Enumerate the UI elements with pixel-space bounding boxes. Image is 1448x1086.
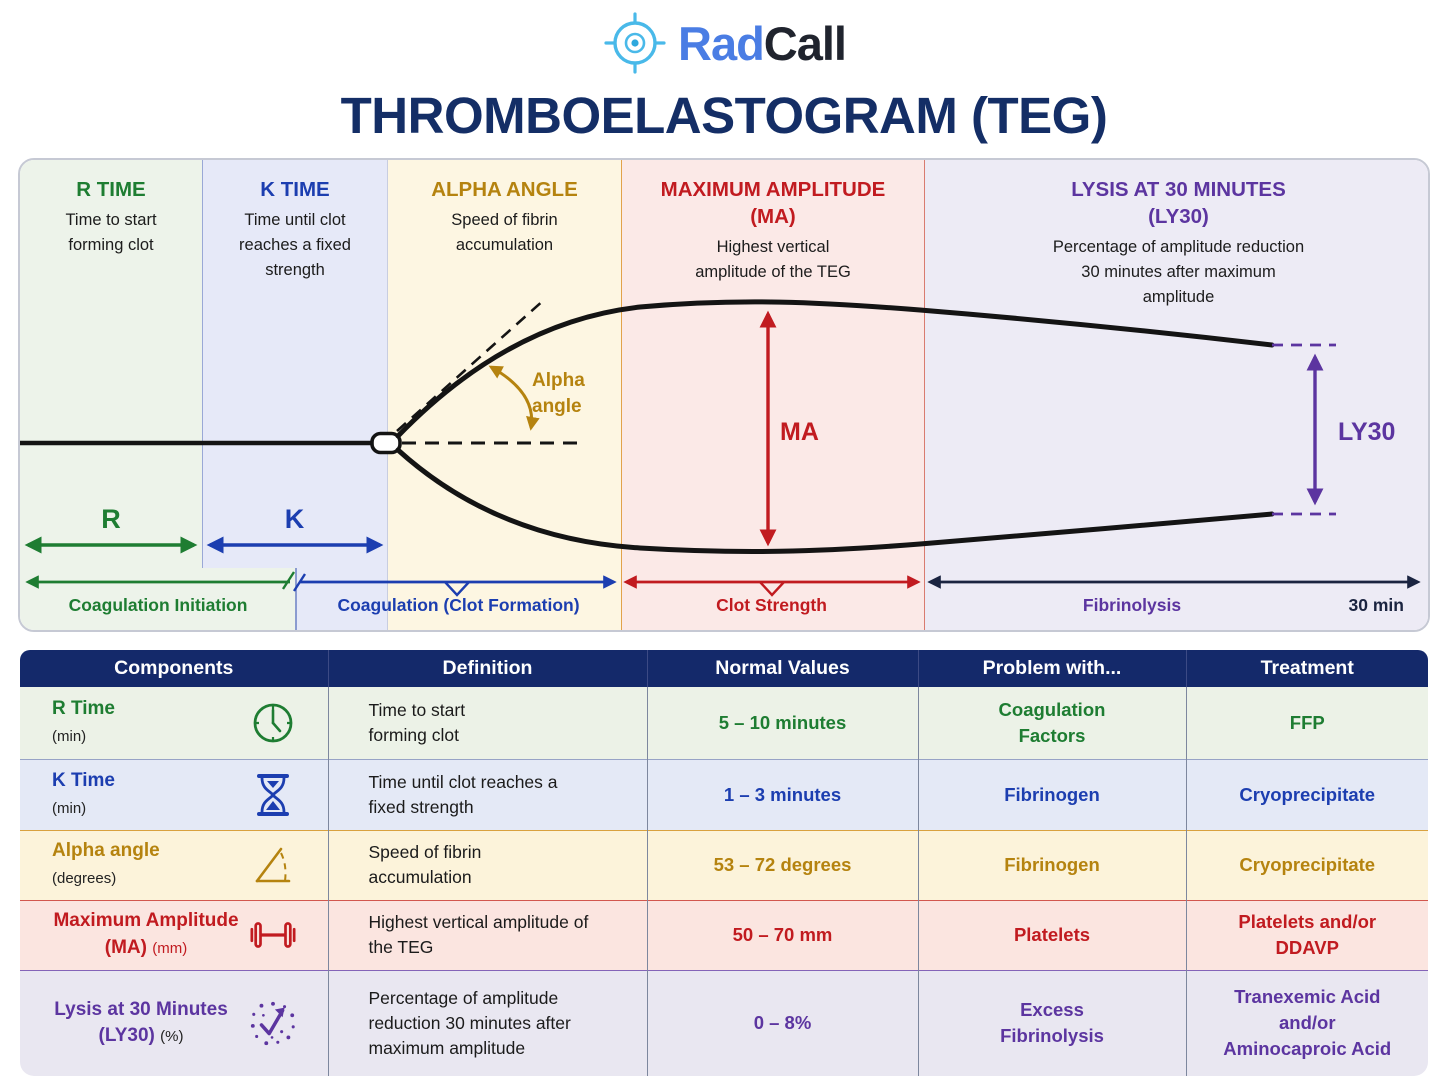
table-row-lysis-30: Lysis at 30 Minutes (LY30) (%): [20, 969, 1428, 1076]
table-row-maximum-amplitude: Maximum Amplitude (MA) (mm) Highest vert…: [20, 899, 1428, 970]
component-unit: (%): [160, 1028, 184, 1046]
phase-label-coagulation-initiation: Coagulation Initiation: [68, 595, 248, 615]
component-unit: (min): [52, 727, 87, 745]
column-subtitle: (MA): [750, 205, 796, 229]
column-title: LYSIS AT 30 MINUTES: [1071, 178, 1286, 201]
column-description: Speed of fibrin accumulation: [451, 211, 558, 254]
normal-value: 53 – 72 degrees: [646, 829, 918, 900]
k-time-column: K TIME Time until clot reaches a fixed s…: [202, 160, 387, 630]
page-title: THROMBOELASTOGRAM (TEG): [340, 87, 1108, 144]
alpha-angle-label: Alpha angle: [532, 370, 585, 417]
r-interval-label: R: [101, 504, 121, 534]
column-title: ALPHA ANGLE: [431, 178, 578, 201]
column-description: Time to start forming clot: [65, 211, 157, 254]
treatment-value: Cryoprecipitate: [1239, 783, 1376, 805]
component-name: Alpha angle: [52, 840, 160, 862]
table-header-row: Components Definition Normal Values Prob…: [20, 650, 1428, 687]
brand-header: RadCall: [0, 8, 1448, 78]
treatment-value: Cryoprecipitate: [1239, 854, 1376, 876]
table-row-alpha-angle: Alpha angle (degrees) Speed of fibrin ac…: [20, 829, 1428, 900]
definition-text: Time to start forming clot: [368, 699, 466, 745]
brand-name-part2: Call: [763, 16, 847, 70]
teg-curve-diagram: R TIME Time to start forming clot K TIME…: [18, 158, 1430, 632]
table-row-r-time: R Time (min) Time to start forming clot …: [20, 687, 1428, 759]
component-name: K Time: [52, 769, 116, 791]
problem-value: Excess Fibrinolysis: [1000, 999, 1104, 1047]
ma-label: MA: [780, 418, 819, 446]
clock-icon: [253, 703, 292, 743]
treatment-value: Tranexemic Acid and/or Aminocaproic Acid: [1223, 986, 1392, 1060]
brand-name-part1: Rad: [678, 16, 765, 70]
normal-value: 0 – 8%: [646, 969, 918, 1076]
phase-label-clot-strength: Clot Strength: [716, 595, 827, 615]
problem-value: Platelets: [1013, 924, 1091, 946]
definition-text: Highest vertical amplitude of the TEG: [368, 912, 589, 957]
problem-value: Fibrinogen: [1004, 854, 1100, 876]
maximum-amplitude-column: MAXIMUM AMPLITUDE (MA) Highest vertical …: [621, 160, 924, 630]
component-unit: (mm): [152, 940, 188, 957]
hourglass-icon: [256, 773, 289, 816]
time-axis-end-label: 30 min: [1348, 595, 1404, 615]
component-unit: (min): [52, 799, 87, 817]
component-name: Lysis at 30 Minutes (LY30): [54, 998, 228, 1047]
definition-text: Time until clot reaches a fixed strength: [368, 771, 558, 817]
ly30-label: LY30: [1338, 418, 1396, 446]
phase-label-fibrinolysis: Fibrinolysis: [1082, 595, 1182, 615]
phase-label-clot-formation: Coagulation (Clot Formation): [337, 595, 580, 615]
column-title: MAXIMUM AMPLITUDE: [660, 178, 886, 201]
column-title: R TIME: [76, 178, 146, 201]
header-treatment: Treatment: [1185, 650, 1428, 687]
normal-value: 5 – 10 minutes: [646, 687, 918, 759]
component-name: Maximum Amplitude (MA): [53, 910, 239, 958]
lysis-scatter-icon: [250, 1002, 295, 1046]
column-description: Highest vertical amplitude of the TEG: [695, 238, 851, 281]
header-definition: Definition: [327, 650, 647, 687]
normal-value: 1 – 3 minutes: [646, 758, 918, 830]
definition-text: Percentage of amplitude reduction 30 min…: [368, 987, 571, 1058]
treatment-value: FFP: [1289, 711, 1325, 733]
component-unit: (degrees): [52, 870, 117, 887]
dumbbell-icon: [250, 922, 295, 948]
k-interval-label: K: [284, 504, 305, 534]
definition-text: Speed of fibrin accumulation: [368, 842, 482, 887]
angle-icon: [255, 847, 290, 883]
problem-value: Coagulation Factors: [998, 698, 1106, 746]
component-name: R Time: [52, 698, 116, 720]
teg-reference-table: Components Definition Normal Values Prob…: [20, 650, 1428, 1076]
column-description: Percentage of amplitude reduction 30 min…: [1052, 238, 1305, 306]
ly30-column: LYSIS AT 30 MINUTES (LY30) Percentage of…: [924, 160, 1428, 630]
column-subtitle: (LY30): [1148, 205, 1209, 229]
treatment-value: Platelets and/or DDAVP: [1238, 911, 1377, 958]
header-problem-with: Problem with...: [917, 650, 1186, 687]
column-title: K TIME: [260, 178, 330, 201]
r-time-column: R TIME Time to start forming clot: [20, 160, 202, 630]
target-crosshair-icon: [604, 12, 666, 74]
normal-value: 50 – 70 mm: [646, 899, 918, 970]
header-normal-values: Normal Values: [646, 650, 918, 687]
header-components: Components: [20, 650, 328, 687]
table-row-k-time: K Time (min) Time until clot reaches a f…: [20, 758, 1428, 830]
column-description: Time until clot reaches a fixed strength: [239, 211, 351, 279]
brand-name: RadCall: [678, 16, 847, 71]
problem-value: Fibrinogen: [1004, 783, 1100, 805]
